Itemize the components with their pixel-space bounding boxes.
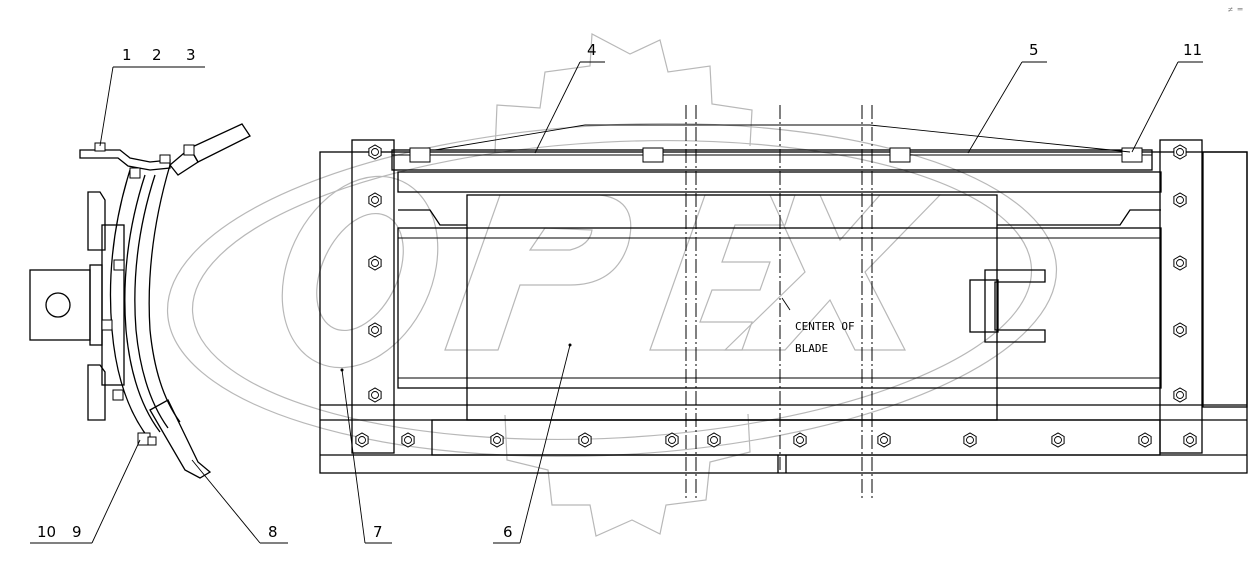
hex-bolt-washer (371, 326, 379, 334)
callout-5: 5 (1029, 41, 1039, 59)
callout-6: 6 (503, 523, 513, 541)
hex-bolt (368, 192, 382, 208)
hex-bolt (368, 322, 382, 338)
hex-bolt-washer (1141, 436, 1149, 444)
hex-bolt-washer (404, 436, 412, 444)
center-of-blade-note: CENTER OF BLADE (795, 320, 855, 355)
cutting-edge-section (466, 194, 998, 421)
break-lines (685, 105, 873, 500)
callout-3: 3 (186, 46, 196, 64)
hex-bolt-washer (796, 436, 804, 444)
hex-bolt (1051, 432, 1065, 448)
hex-bolt (401, 432, 415, 448)
hex-bolts (355, 144, 1197, 448)
center-note-line1: CENTER OF (795, 320, 855, 333)
side-cutting-edge (149, 399, 212, 479)
blade-side-view (29, 123, 251, 479)
callout-10: 10 (37, 523, 56, 541)
callout-11: 11 (1183, 41, 1202, 59)
watermark-letter-p (444, 194, 632, 351)
hex-bolt (1138, 432, 1152, 448)
callout-labels: 1 2 3 4 5 11 10 9 8 7 6 (37, 41, 1202, 541)
hex-bolt (355, 432, 369, 448)
hex-bolt (793, 432, 807, 448)
hex-bolt (1173, 387, 1187, 403)
clamp-item-11 (1121, 147, 1143, 163)
callout-4: 4 (587, 41, 597, 59)
hex-bolt-washer (371, 148, 379, 156)
hex-bolt (1173, 192, 1187, 208)
hex-bolt (578, 432, 592, 448)
hex-bolt-washer (371, 196, 379, 204)
watermark-letter-e (649, 194, 796, 351)
corner-mark: ≠ ═ (1228, 5, 1243, 14)
hex-bolt-washer (358, 436, 366, 444)
side-top-bracket (79, 149, 171, 171)
callout-7: 7 (373, 523, 383, 541)
callout-2: 2 (152, 46, 162, 64)
callout-1: 1 (122, 46, 132, 64)
hex-bolt-washer (1176, 196, 1184, 204)
hex-bolt-washer (1176, 148, 1184, 156)
hex-bolt (963, 432, 977, 448)
hex-bolt-washer (668, 436, 676, 444)
hex-bolt-washer (710, 436, 718, 444)
watermark-oval-outer (166, 122, 1058, 458)
center-note-line2: BLADE (795, 342, 828, 355)
callout-8: 8 (268, 523, 278, 541)
watermark-letter-o (281, 175, 439, 369)
hex-bolt-washer (1176, 391, 1184, 399)
hex-bolt (1173, 322, 1187, 338)
hex-bolt-washer (1054, 436, 1062, 444)
hex-bolt-washer (1176, 259, 1184, 267)
hex-bolt (707, 432, 721, 448)
hex-bolt-washer (371, 259, 379, 267)
hex-bolt-washer (1186, 436, 1194, 444)
hex-bolt (368, 387, 382, 403)
watermark-gear (494, 33, 753, 153)
leader-lines (30, 61, 1203, 544)
hex-bolt (1173, 144, 1187, 160)
hex-bolt-washer (880, 436, 888, 444)
hex-bolt (1183, 432, 1197, 448)
hex-bolt-washer (371, 391, 379, 399)
hex-bolt-washer (1176, 326, 1184, 334)
hitch-bracket (984, 269, 1046, 343)
watermark-logo (166, 33, 1058, 537)
watermark-oval-inner (191, 139, 1033, 441)
callout-9: 9 (72, 523, 82, 541)
hex-bolt (877, 432, 891, 448)
hex-bolt (368, 144, 382, 160)
blade-assembly-front-view (319, 139, 1248, 474)
hex-bolt (490, 432, 504, 448)
hex-bolt-washer (581, 436, 589, 444)
hex-bolt-washer (493, 436, 501, 444)
top-rail (391, 149, 1153, 171)
hex-bolt (368, 255, 382, 271)
hex-bolt (1173, 255, 1187, 271)
end-plate-right (1159, 139, 1203, 454)
end-plate-left (351, 139, 395, 454)
hex-bolt (665, 432, 679, 448)
hex-bolt-washer (966, 436, 974, 444)
